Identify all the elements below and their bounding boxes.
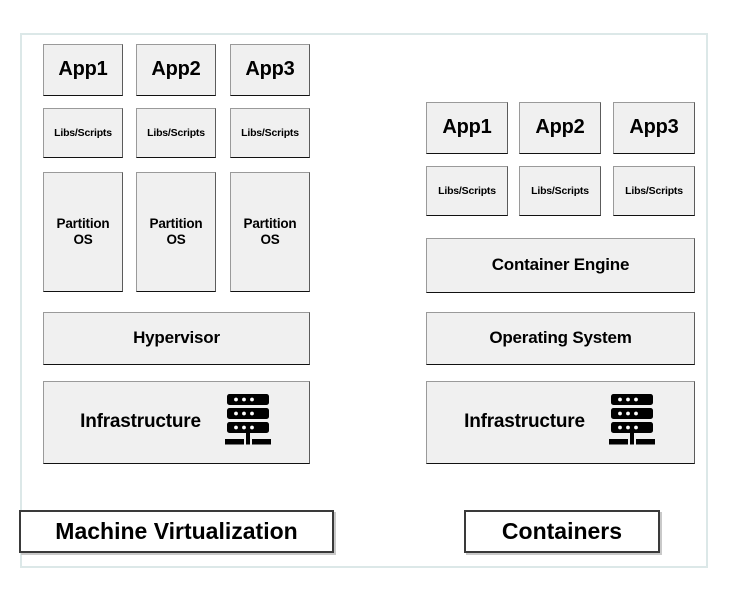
caption-machine-virtualization-label: Machine Virtualization [55, 518, 298, 544]
left-app1-label: App1 [58, 58, 108, 81]
right-app1-label: App1 [442, 116, 492, 139]
server-rack-icon [223, 392, 273, 452]
left-partition2-box: Partition OS [136, 172, 216, 292]
left-infrastructure-label: Infrastructure [80, 411, 201, 433]
left-partition1-label: Partition OS [57, 216, 110, 248]
left-libs3-label: Libs/Scripts [241, 126, 299, 139]
right-libs1-box: Libs/Scripts [426, 166, 508, 216]
right-infrastructure-box: Infrastructure [426, 381, 695, 464]
right-operating-system-label: Operating System [489, 328, 632, 348]
left-app2-box: App2 [136, 44, 216, 96]
right-libs3-box: Libs/Scripts [613, 166, 695, 216]
left-libs1-label: Libs/Scripts [54, 126, 112, 139]
left-app3-box: App3 [230, 44, 310, 96]
right-libs2-label: Libs/Scripts [531, 184, 589, 197]
left-partition3-line2: OS [260, 232, 280, 247]
right-container-engine-box: Container Engine [426, 238, 695, 293]
right-app3-label: App3 [629, 116, 679, 139]
left-app2-label: App2 [151, 58, 201, 81]
left-partition3-line1: Partition [243, 216, 297, 232]
left-partition1-box: Partition OS [43, 172, 123, 292]
left-app3-label: App3 [245, 58, 295, 81]
right-libs2-box: Libs/Scripts [519, 166, 601, 216]
left-libs1-box: Libs/Scripts [43, 108, 123, 158]
right-libs1-label: Libs/Scripts [438, 184, 496, 197]
diagram-frame: App1 App2 App3 Libs/Scripts Libs/Scripts… [19, 33, 708, 568]
left-partition2-label: Partition OS [150, 216, 203, 248]
left-partition3-box: Partition OS [230, 172, 310, 292]
right-libs3-label: Libs/Scripts [625, 184, 683, 197]
caption-containers: Containers [464, 510, 660, 553]
left-partition1-line2: OS [73, 232, 93, 247]
left-libs3-box: Libs/Scripts [230, 108, 310, 158]
server-rack-icon [607, 392, 657, 452]
right-operating-system-box: Operating System [426, 312, 695, 365]
caption-machine-virtualization: Machine Virtualization [19, 510, 334, 553]
right-app3-box: App3 [613, 102, 695, 154]
left-infrastructure-box: Infrastructure [43, 381, 310, 464]
left-partition2-line2: OS [166, 232, 186, 247]
left-hypervisor-box: Hypervisor [43, 312, 310, 365]
right-app1-box: App1 [426, 102, 508, 154]
right-infrastructure-label: Infrastructure [464, 411, 585, 433]
caption-containers-label: Containers [501, 518, 623, 544]
left-partition3-label: Partition OS [244, 216, 297, 248]
left-partition2-line1: Partition [149, 216, 203, 232]
left-libs2-box: Libs/Scripts [136, 108, 216, 158]
left-partition1-line1: Partition [56, 216, 110, 232]
right-container-engine-label: Container Engine [491, 255, 630, 275]
right-app2-label: App2 [535, 116, 585, 139]
left-hypervisor-label: Hypervisor [133, 328, 220, 348]
left-libs2-label: Libs/Scripts [147, 126, 205, 139]
left-app1-box: App1 [43, 44, 123, 96]
right-app2-box: App2 [519, 102, 601, 154]
